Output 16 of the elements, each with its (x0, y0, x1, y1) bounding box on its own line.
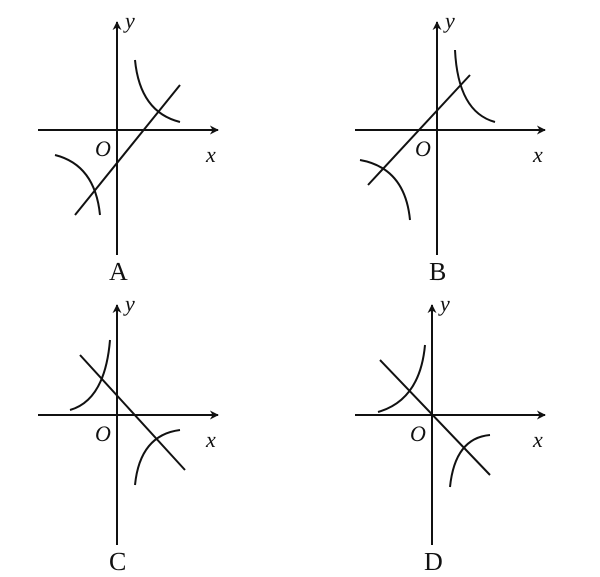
axis-label: x (206, 429, 216, 451)
axis-label: y (445, 10, 455, 32)
option-letter: C (109, 549, 126, 575)
option-letter: D (424, 549, 443, 575)
axis-label: y (125, 10, 135, 32)
option-letter: B (429, 259, 446, 285)
axis-label: x (533, 429, 543, 451)
axis-label: x (533, 144, 543, 166)
axis-label: y (125, 293, 135, 315)
axis-label: y (440, 293, 450, 315)
axis-label: x (206, 144, 216, 166)
option-letter: A (109, 259, 128, 285)
origin-label: O (95, 423, 111, 445)
origin-label: O (415, 138, 431, 160)
origin-label: O (410, 423, 426, 445)
origin-label: O (95, 138, 111, 160)
